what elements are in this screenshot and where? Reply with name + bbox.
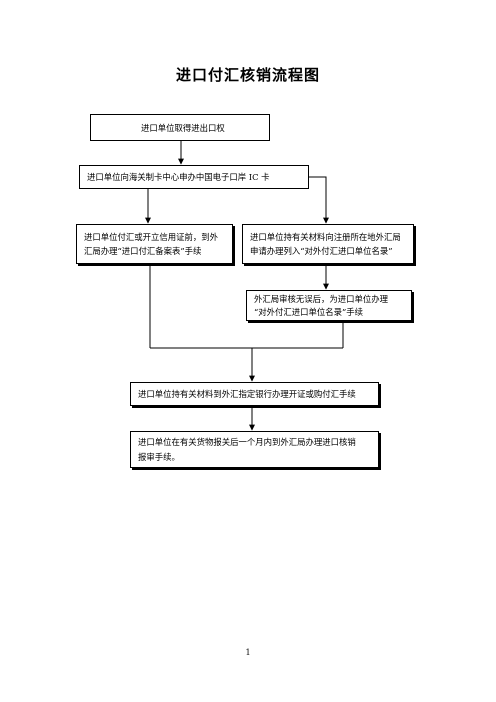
step-text-line: 进口单位持有关材料向注册所在地外汇局 (250, 232, 401, 242)
step-text-line: 外汇局审核无误后，为进口单位办理 (254, 293, 388, 304)
step-text-line: 汇局办理“进口付汇备案表”手续 (84, 246, 202, 256)
step-text-line: 进口单位在有关货物报关后一个月内到外汇局办理进口核销 (138, 436, 356, 447)
page-number: 1 (245, 648, 251, 657)
step-bureau-review: 外汇局审核无误后，为进口单位办理 “对外付汇进口单位名录”手续 (246, 290, 412, 321)
step-text-line: 报审手续。 (138, 451, 180, 462)
page-title: 进口付汇核销流程图 (175, 66, 320, 84)
step-verification-report: 进口单位在有关货物报关后一个月内到外汇局办理进口核销 报审手续。 (130, 431, 379, 468)
step-apply-ic-card: 进口单位向海关制卡中心申办中国电子口岸 IC 卡 (79, 165, 309, 189)
step-text: 进口单位持有关材料到外汇指定银行办理开证或购付汇手续 (138, 389, 356, 399)
arrow-step2-to-step4 (309, 176, 329, 224)
step-text: 进口单位取得进出口权 (141, 122, 225, 133)
step-text-line: 申请办理列入“对外付汇进口单位名录” (250, 246, 393, 256)
step-text-line: “对外付汇进口单位名录”手续 (254, 306, 364, 317)
step-apply-importer-list: 进口单位持有关材料向注册所在地外汇局 申请办理列入“对外付汇进口单位名录” (242, 224, 414, 264)
step-text: 进口单位向海关制卡中心申办中国电子口岸 IC 卡 (87, 172, 270, 182)
step-text-line: 进口单位付汇或开立信用证前，到外 (84, 232, 218, 242)
step-obtain-import-export-right: 进口单位取得进出口权 (90, 114, 270, 141)
step-bank-payment: 进口单位持有关材料到外汇指定银行办理开证或购付汇手续 (130, 382, 379, 406)
step-payment-filing-form: 进口单位付汇或开立信用证前，到外 汇局办理“进口付汇备案表”手续 (76, 224, 233, 264)
